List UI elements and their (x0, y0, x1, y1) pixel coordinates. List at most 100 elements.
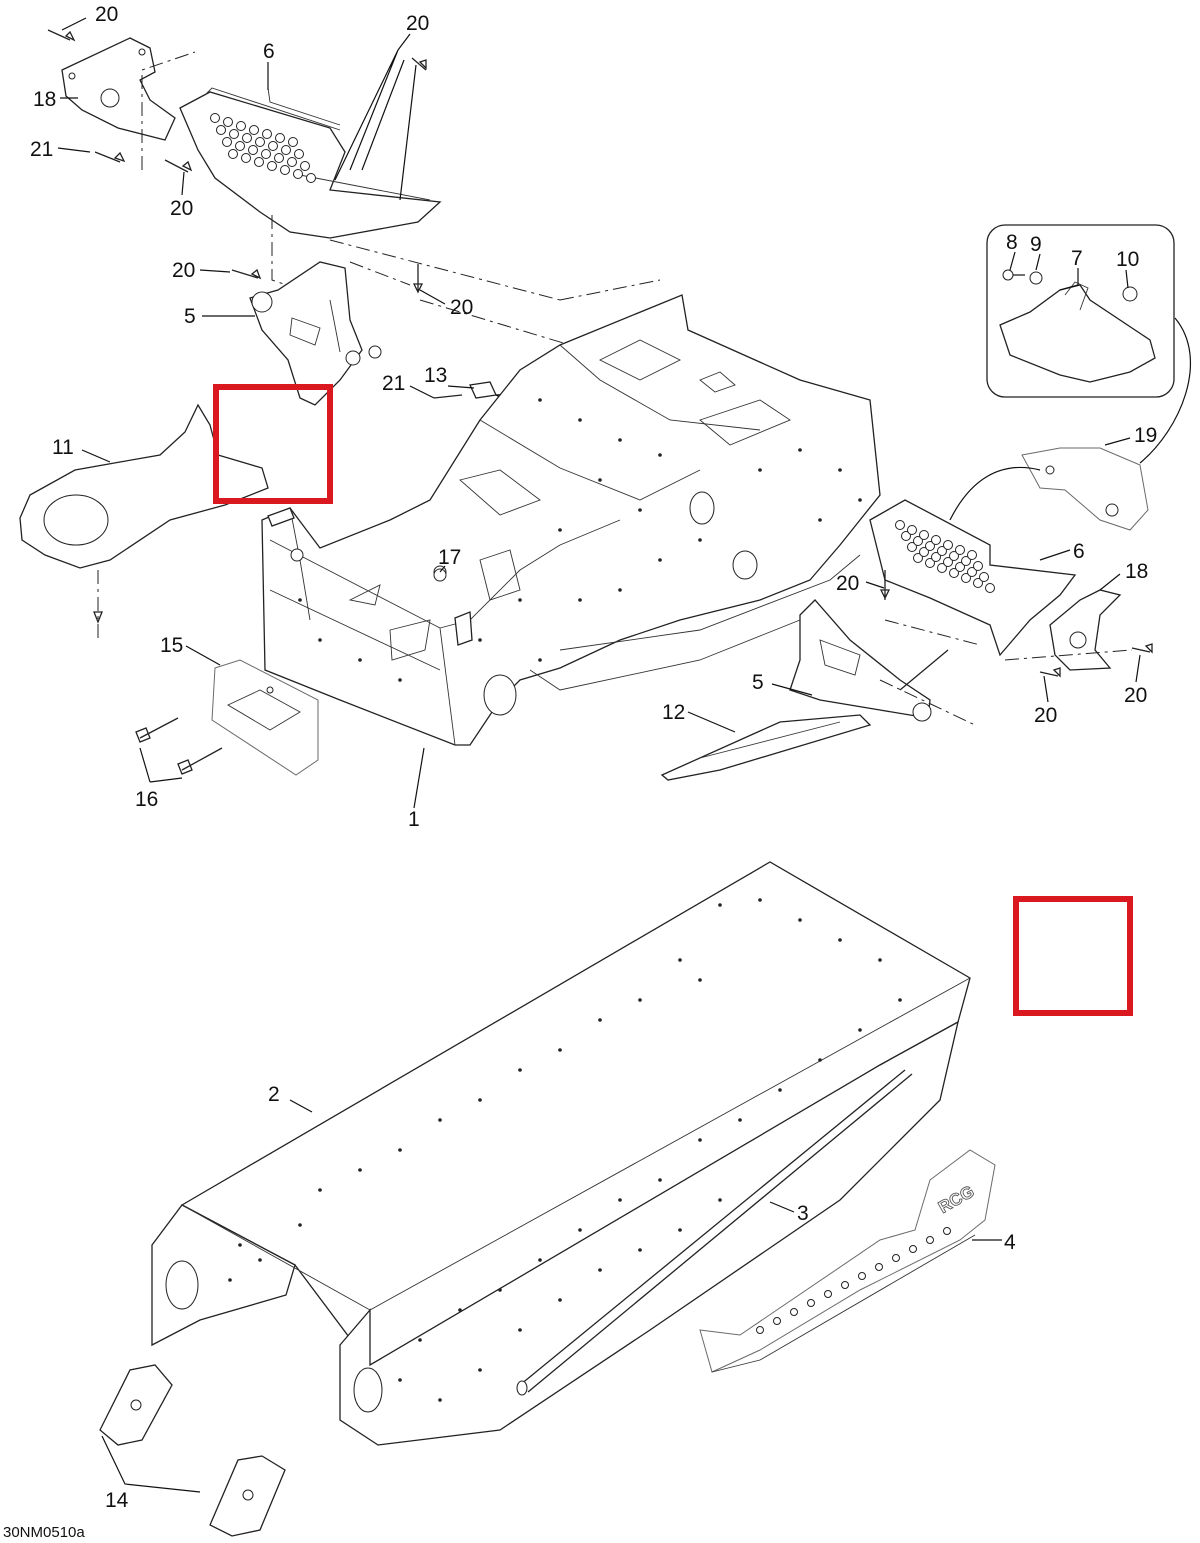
callout-8: 8 (1006, 231, 1018, 254)
highlight-box-right (1013, 896, 1133, 1016)
perforation-hole (267, 161, 277, 171)
part-3-rod (516, 1069, 913, 1396)
rivet-hole (578, 418, 582, 422)
perforation-hole (913, 536, 923, 546)
rivet-hole (398, 678, 402, 682)
part-6-footrest-lower (869, 499, 1077, 657)
perforation-hole (254, 157, 264, 167)
perforation-hole (979, 572, 989, 582)
rivet-hole (898, 998, 902, 1002)
rivet-hole (558, 528, 562, 532)
rivet-hole (518, 1068, 522, 1072)
callout-17: 17 (438, 546, 461, 569)
perforation-hole (242, 133, 252, 143)
perforation-hole (931, 535, 941, 545)
perforation-hole (925, 541, 935, 551)
perforation-hole (249, 125, 259, 135)
callout-20: 20 (95, 3, 118, 26)
perforation-hole (967, 567, 977, 577)
callout-20: 20 (1124, 684, 1147, 707)
rivet-hole (538, 398, 542, 402)
figure-reference: 30NM0510a (3, 1524, 85, 1541)
callout-20: 20 (450, 296, 473, 319)
callout-labels: 20 20 6 18 21 20 20 5 20 8 9 7 10 21 13 … (30, 3, 1157, 1512)
perforation-hole (294, 149, 304, 159)
rivet-hole (638, 998, 642, 1002)
perforation-hole (275, 133, 285, 143)
perforation-hole (949, 568, 959, 578)
rivet-hole (758, 468, 762, 472)
perforation-hole (807, 1299, 815, 1307)
perforation-hole (300, 161, 310, 171)
perforation-hole (274, 153, 284, 163)
perforation-hole (973, 561, 983, 571)
rivet-hole (718, 903, 722, 907)
perforation-hole (985, 583, 995, 593)
rivet-hole (478, 638, 482, 642)
rivet-hole (838, 468, 842, 472)
part-1-main-frame (261, 294, 881, 746)
perforation-hole (937, 563, 947, 573)
perforation-hole (280, 165, 290, 175)
callout-6: 6 (1073, 540, 1085, 563)
part-5-bracket-lower (789, 599, 949, 722)
rivet-hole (698, 1138, 702, 1142)
rivet-hole (298, 598, 302, 602)
callout-14: 14 (105, 1489, 129, 1512)
part-14-plates (99, 1364, 286, 1537)
perforation-hole (229, 129, 239, 139)
perforation-hole (895, 520, 905, 530)
rivet-hole (258, 1258, 262, 1262)
callout-21: 21 (30, 138, 53, 161)
rivet-hole (858, 498, 862, 502)
rivet-hole (878, 958, 882, 962)
perforation-hole (236, 121, 246, 131)
perforation-hole (248, 145, 258, 155)
perforation-hole (875, 1263, 883, 1271)
rivet-hole (798, 448, 802, 452)
perforation-hole (858, 1272, 866, 1280)
callout-18: 18 (33, 88, 56, 111)
callout-18: 18 (1125, 560, 1148, 583)
callout-3: 3 (797, 1202, 809, 1225)
part-18-bracket-lower (1049, 589, 1122, 671)
rivet-hole (778, 1088, 782, 1092)
part-15-plate (211, 659, 319, 776)
perforation-hole (955, 545, 965, 555)
perforation-hole (222, 137, 232, 147)
callout-16: 16 (135, 788, 158, 811)
perforation-hole (790, 1308, 798, 1316)
rivet-hole (438, 1118, 442, 1122)
perforation-hole (210, 113, 220, 123)
rivet-hole (818, 1058, 822, 1062)
rivet-hole (598, 1018, 602, 1022)
rivet-hole (238, 1243, 242, 1247)
perforation-hole (287, 157, 297, 167)
callout-4: 4 (1004, 1231, 1016, 1254)
perforation-hole (235, 141, 245, 151)
callout-1: 1 (408, 808, 420, 831)
part-19-bracket (949, 317, 1191, 531)
perforation-hole (913, 553, 923, 563)
part-4-rcg-rail: RCG (699, 1149, 996, 1373)
rivet-hole (638, 508, 642, 512)
callout-11: 11 (52, 436, 74, 459)
perforation-hole (949, 551, 959, 561)
perforation-hole (937, 546, 947, 556)
fasteners-lower (879, 570, 1153, 726)
part-2-tunnel (151, 861, 971, 1446)
inset-detail-box (986, 224, 1175, 398)
rivet-hole (658, 558, 662, 562)
perforation-hole (943, 557, 953, 567)
callout-21: 21 (382, 372, 405, 395)
rivet-hole (498, 1288, 502, 1292)
part-18-bracket-upper (61, 37, 176, 141)
rivet-hole (618, 588, 622, 592)
perforation-hole (925, 558, 935, 568)
perforation-hole (943, 540, 953, 550)
perforation-hole (756, 1326, 764, 1334)
highlight-box-left (213, 384, 333, 504)
callout-19: 19 (1134, 424, 1157, 447)
perforation-hole (255, 137, 265, 147)
part-16-bolts (135, 717, 223, 775)
